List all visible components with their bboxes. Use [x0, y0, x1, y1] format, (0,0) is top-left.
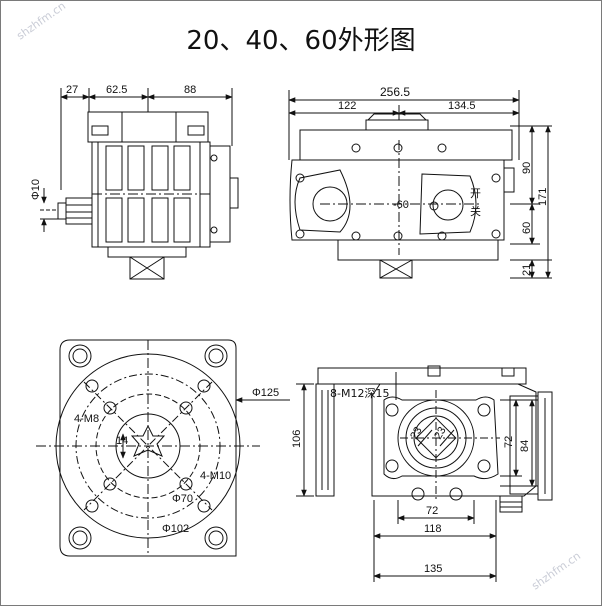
dim-phi70: Φ70 — [172, 493, 193, 505]
watermark-bottom-right: shzhfm.cn — [529, 549, 583, 592]
top-view — [288, 90, 552, 279]
bottom-front-view — [296, 365, 553, 582]
bottom-flange-view — [36, 339, 290, 557]
dim-88: 88 — [184, 84, 196, 96]
side-view — [40, 88, 239, 280]
dim-62-5: 62.5 — [106, 84, 127, 96]
dim-106: 106 — [291, 430, 303, 448]
label-8-m12: 8-M12深15 — [330, 387, 389, 400]
dim-134-5: 134.5 — [448, 100, 476, 112]
dim-23-left: 23 — [408, 425, 425, 442]
label-open: 开 — [470, 187, 481, 200]
dim-84: 84 — [519, 440, 531, 452]
label-4-m10: 4-M10 — [200, 470, 231, 482]
dim-171: 171 — [537, 188, 549, 206]
dim-60: 60 — [521, 222, 533, 234]
label-4-m8: 4-M8 — [74, 413, 99, 425]
dim-90: 90 — [521, 162, 533, 174]
label-close: 关 — [470, 204, 481, 218]
dim-23-right: 23 — [432, 425, 449, 442]
watermark-top-left: shzhfm.cn — [14, 0, 68, 42]
dim-21: 21 — [521, 264, 533, 276]
dim-72-horizontal: 72 — [426, 505, 438, 517]
dim-phi102: Φ102 — [162, 523, 189, 535]
dim-14: 14 — [116, 435, 128, 447]
dim-phi125: Φ125 — [252, 387, 279, 399]
dim-135: 135 — [424, 563, 442, 575]
drawing-title: 20、40、60外形图 — [186, 26, 416, 56]
dim-27: 27 — [66, 84, 78, 96]
dim-122: 122 — [338, 100, 356, 112]
label-center-60: -60 — [393, 199, 409, 211]
dim-118: 118 — [424, 523, 442, 535]
dim-72-vertical: 72 — [503, 436, 515, 448]
dim-256-5: 256.5 — [380, 85, 410, 99]
dim-phi10: Φ10 — [30, 179, 42, 200]
